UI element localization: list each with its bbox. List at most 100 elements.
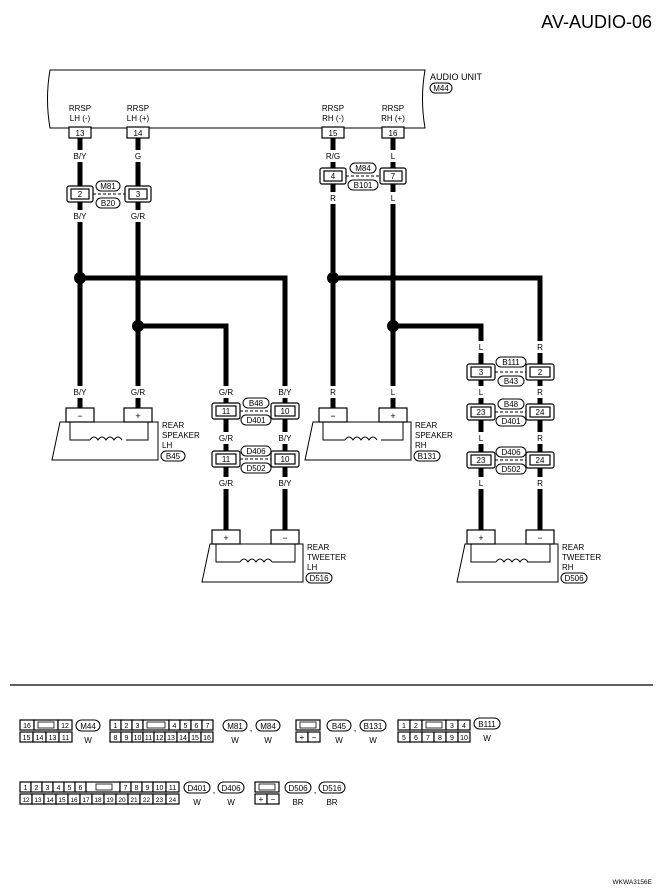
wire-label: G/R [219, 479, 233, 488]
svg-text:BR: BR [292, 798, 303, 807]
connector-tag: M81 [100, 182, 116, 191]
connector-tag: B131 [364, 722, 383, 731]
terminal-plus: + [223, 533, 228, 543]
svg-text:BR: BR [326, 798, 337, 807]
pin-label-rh-minus-top: RRSP [322, 104, 344, 113]
wire-label: L [391, 152, 396, 161]
wire-label: B/Y [279, 434, 293, 443]
splice-dot [387, 320, 399, 332]
svg-text:17: 17 [82, 797, 90, 804]
svg-text:−: − [271, 795, 276, 804]
terminal-plus: + [135, 411, 140, 421]
legend-m81-m84: 1 2 3 4 5 6 7 8 9 10 11 12 13 14 15 16 M… [109, 719, 281, 745]
svg-text:W: W [227, 798, 235, 807]
svg-text:4: 4 [331, 172, 336, 181]
connector-tag: B43 [504, 377, 519, 386]
svg-text:10: 10 [134, 735, 142, 742]
rear-tweeter-lh: + − REAR TWEETER LH D516 [201, 529, 346, 584]
wire-label: R [537, 343, 543, 352]
svg-text:15: 15 [58, 797, 66, 804]
wire-label: G/R [131, 212, 145, 221]
svg-text:11: 11 [222, 455, 231, 464]
connector-tag: B111 [478, 720, 496, 729]
joint-connector-1: 2 3 M81 B20 [66, 180, 152, 209]
svg-text:W: W [264, 736, 272, 745]
svg-text:4: 4 [462, 723, 466, 730]
connector-tag: D502 [246, 464, 266, 473]
svg-text:12: 12 [156, 735, 164, 742]
splice-dot [132, 320, 144, 332]
svg-text:18: 18 [94, 797, 102, 804]
connector-tag: B48 [249, 399, 264, 408]
connector-tag: B45 [332, 722, 347, 731]
svg-text:TWEETER: TWEETER [562, 553, 601, 562]
wire-label: R [330, 388, 336, 397]
wire-label: L [479, 343, 484, 352]
svg-text:9: 9 [125, 735, 129, 742]
pin-label-rh-minus-bottom: RH (-) [322, 114, 344, 123]
svg-text:23: 23 [477, 408, 486, 417]
connector-tag: B101 [354, 181, 373, 190]
svg-text:16: 16 [23, 723, 31, 730]
svg-text:1: 1 [402, 723, 406, 730]
connector-tag: D502 [501, 465, 521, 474]
svg-text:3: 3 [136, 723, 140, 730]
wire-label: G/R [219, 434, 233, 443]
terminal-minus: − [282, 533, 287, 543]
svg-text:1: 1 [114, 723, 118, 730]
connector-tag: D406 [221, 784, 241, 793]
svg-text:,: , [250, 723, 253, 733]
svg-text:5: 5 [68, 785, 72, 792]
svg-text:W: W [369, 736, 377, 745]
wire-label: G/R [219, 388, 233, 397]
svg-text:10: 10 [281, 407, 290, 416]
rear-speaker-lh: − + REAR SPEAKER LH B45 [51, 407, 200, 462]
legend-d506-d516: + − D506 , D516 BR BR [254, 781, 346, 807]
svg-text:24: 24 [536, 408, 545, 417]
wire-color-labels: B/Y B/Y G G/R R/G R L L B/Y G/R G/R B/Y … [66, 150, 548, 489]
svg-text:RH: RH [415, 441, 427, 450]
page-code: AV-AUDIO-06 [541, 12, 652, 32]
svg-text:LH: LH [307, 563, 317, 572]
connector-tag: B131 [418, 452, 437, 461]
svg-text:−: − [312, 733, 317, 742]
svg-text:11: 11 [145, 735, 152, 742]
wire-label: L [391, 194, 396, 203]
wire-label: R [537, 434, 543, 443]
svg-text:12: 12 [22, 797, 30, 804]
connector-tag: M84 [260, 722, 276, 731]
terminal-minus: − [330, 411, 335, 421]
svg-text:W: W [84, 736, 92, 745]
pin-13: 13 [76, 129, 85, 138]
pin-label-rh-plus-bottom: RH (+) [381, 114, 405, 123]
connector-tag: M44 [80, 722, 96, 731]
svg-text:11: 11 [169, 785, 176, 792]
svg-text:16: 16 [70, 797, 78, 804]
svg-text:24: 24 [536, 456, 545, 465]
connector-tag: B48 [504, 400, 519, 409]
joint-connector-7: 23 24 D406 D502 [466, 446, 555, 475]
wire-label: B/Y [74, 212, 88, 221]
svg-text:W: W [483, 734, 491, 743]
svg-text:SPEAKER: SPEAKER [415, 431, 453, 440]
svg-text:24: 24 [169, 797, 177, 804]
svg-text:2: 2 [35, 785, 39, 792]
connector-tag: D506 [288, 784, 308, 793]
svg-text:15: 15 [191, 735, 199, 742]
legend-m44: 16 12 15 14 13 11 M44 W [19, 719, 101, 745]
svg-text:14: 14 [36, 735, 44, 742]
connector-tag: M81 [227, 722, 243, 731]
wires-rh [330, 138, 543, 530]
wire-label: R [537, 479, 543, 488]
pin-15: 15 [329, 129, 338, 138]
svg-text:TWEETER: TWEETER [307, 553, 346, 562]
pin-14: 14 [134, 129, 143, 138]
svg-text:6: 6 [79, 785, 83, 792]
svg-text:+: + [300, 733, 305, 742]
svg-text:11: 11 [62, 735, 69, 742]
svg-text:10: 10 [460, 735, 468, 742]
svg-text:6: 6 [414, 735, 418, 742]
audio-unit-label: AUDIO UNIT [430, 72, 483, 82]
svg-text:,: , [314, 785, 317, 795]
svg-text:,: , [354, 723, 357, 733]
